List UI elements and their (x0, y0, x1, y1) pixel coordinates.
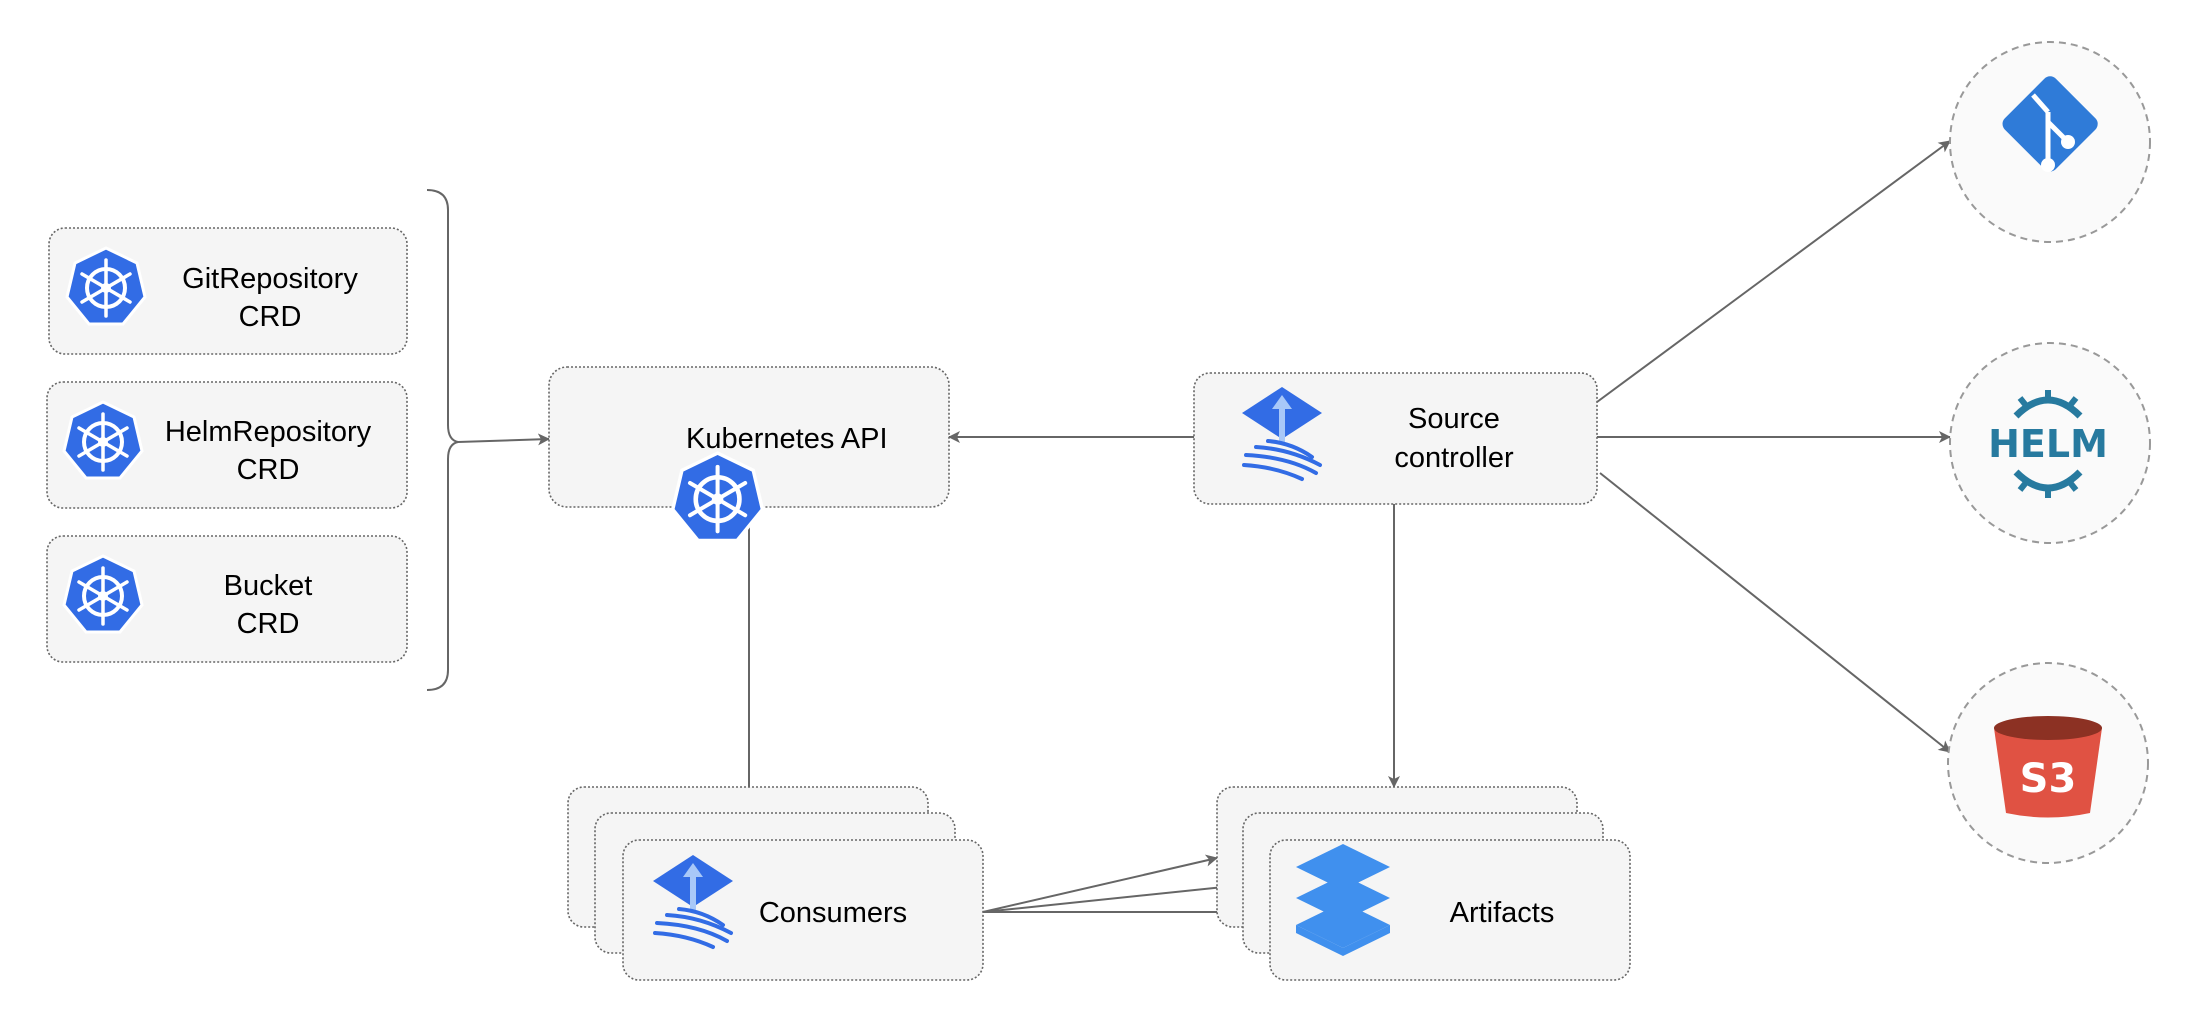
layers-icon (1296, 844, 1390, 956)
kubernetes-api-node[interactable]: Kubernetes API (548, 366, 950, 541)
crd-brace (426, 189, 459, 691)
edge-source-to-git (1596, 140, 1951, 403)
svg-text:Artifacts: Artifacts (1450, 897, 1555, 929)
edge-consumers-to-artifacts-2 (982, 880, 1244, 913)
crd-gitrepository[interactable]: GitRepository CRD (48, 227, 408, 355)
svg-text:Consumers: Consumers (759, 897, 907, 929)
svg-text:S3: S3 (2020, 756, 2077, 802)
svg-text:HELM: HELM (1988, 422, 2108, 466)
svg-text:CRD: CRD (237, 608, 300, 640)
svg-text:Source: Source (1408, 403, 1500, 435)
git-icon (2002, 76, 2098, 172)
svg-text:CRD: CRD (239, 301, 302, 333)
svg-text:controller: controller (1394, 442, 1514, 474)
edge-source-to-s3 (1599, 472, 1951, 753)
svg-text:CRD: CRD (237, 454, 300, 486)
s3-bucket-icon: S3 (1994, 716, 2102, 818)
source-controller-node[interactable]: Source controller (1193, 372, 1598, 505)
svg-text:Bucket: Bucket (224, 570, 313, 602)
s3-source[interactable]: S3 (1947, 662, 2149, 864)
helm-source[interactable]: HELM (1949, 342, 2151, 544)
crd-helmrepository[interactable]: HelmRepository CRD (46, 381, 408, 509)
svg-text:Kubernetes API: Kubernetes API (686, 423, 888, 455)
artifacts-node[interactable]: Artifacts (1216, 786, 1631, 981)
crd-bucket[interactable]: Bucket CRD (46, 535, 408, 663)
edge-consumers-to-artifacts-1 (982, 854, 1218, 913)
svg-text:GitRepository: GitRepository (182, 263, 358, 295)
helm-icon: HELM (1988, 390, 2108, 498)
git-source[interactable] (1949, 41, 2151, 243)
svg-text:HelmRepository: HelmRepository (165, 416, 372, 448)
consumers-node[interactable]: Consumers (567, 786, 984, 981)
edge-crds-to-api (457, 433, 550, 446)
